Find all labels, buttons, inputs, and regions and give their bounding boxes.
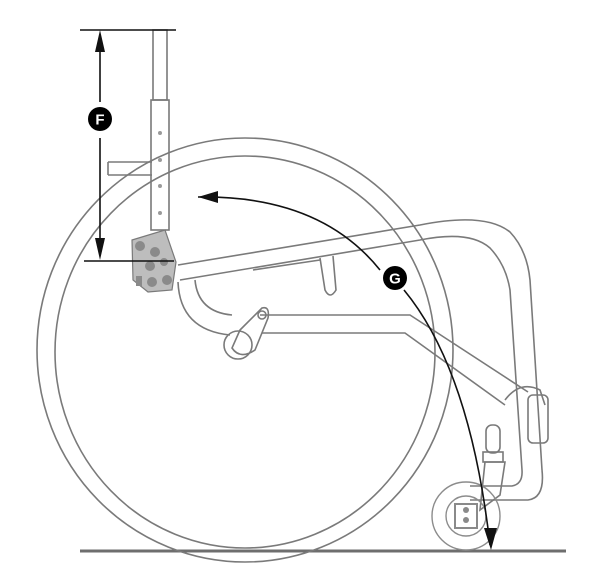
side-frame — [177, 219, 549, 501]
label-g-badge — [383, 266, 407, 290]
backrest-post — [107, 29, 170, 231]
front-caster — [431, 424, 506, 551]
label-f-badge — [88, 107, 112, 131]
label-f: F — [95, 112, 104, 129]
dimension-g: G — [197, 191, 497, 550]
wheel-lock — [223, 306, 270, 360]
rear-wheel — [36, 137, 454, 563]
dimension-f: F — [80, 29, 176, 262]
label-g: G — [389, 271, 401, 288]
